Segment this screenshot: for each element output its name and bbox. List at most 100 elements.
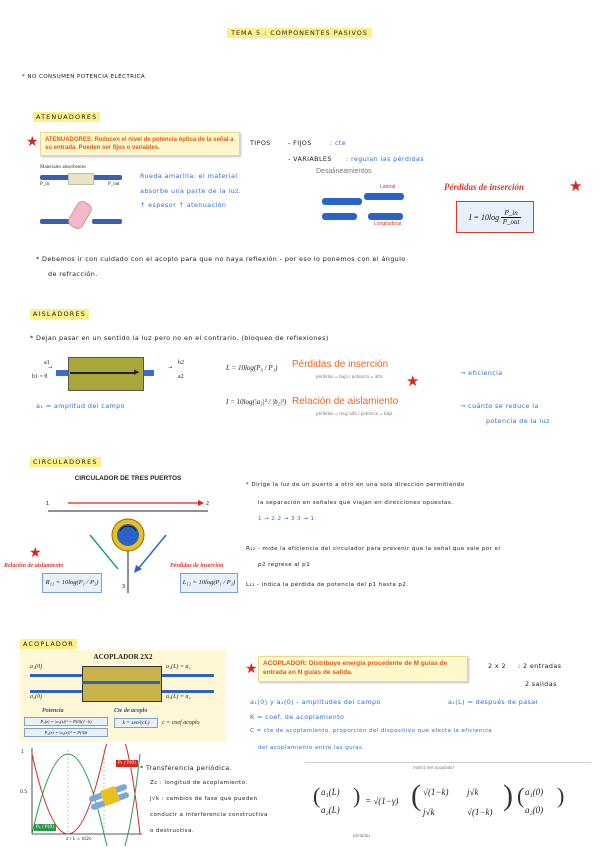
tipos-label: TIPOS [250, 139, 271, 147]
coupler-a2-out: a₂(L) = a₂ [166, 694, 191, 700]
potencia-label: Potencia [42, 708, 64, 714]
star-icon: ★ [26, 134, 39, 150]
circuladores-text-4: R₁₂ - mide la eficiencia del circulador … [246, 546, 501, 552]
isolator-I-formula: I = 10log(|a₂|² / |b₂|²) [226, 398, 287, 406]
coupler-a1-in: a₁(0) [30, 664, 43, 670]
tipos-variables: - VARIABLES [288, 155, 332, 163]
section-heading-circuladores: CIRCULADORES [30, 457, 101, 467]
aisladores-perdidas: Pérdidas de inserción [292, 359, 389, 370]
amplitud-line: a₁ = amplitud del campo [36, 402, 125, 410]
perdidas-note: pérdidas = baja / potencia = alta [316, 374, 383, 379]
isolator-L-formula: L = 10log(P₀ / P₁) [226, 364, 278, 372]
aisladores-line: * Dejan pasar en un sentido la luz pero … [30, 334, 329, 342]
matrix-m11: √(1−k) [423, 787, 449, 797]
rueda-line-2: absorbe una parte de la luz. [140, 187, 242, 195]
section-heading-atenuadores: ATENUADORES [33, 112, 101, 122]
b2-label: b2 [178, 360, 184, 366]
aisladores-arrow-1: → eficiencia [460, 369, 503, 377]
cte-acoplo-label: Cte de acoplo [114, 708, 148, 714]
pin-label: P_in [40, 182, 50, 187]
b1-label: b1 = θ [32, 374, 48, 380]
aisladores-arrow-3: potencia de la luz [486, 417, 550, 425]
section-heading-aisladores: AISLADORES [30, 309, 89, 319]
trans-line-5: o destructiva. [150, 828, 195, 834]
circuladores-text-1: * Dirige la luz de un puerto a otro en u… [246, 482, 465, 488]
two-x-two: 2 x 2 [488, 662, 506, 670]
circulator-diagram [48, 500, 208, 593]
trans-line-3: j√k : cambios de fase que pueden [150, 796, 258, 802]
coupler-fig-title: ACOPLADOR 2X2 [93, 653, 153, 661]
misalignment-figure: Desalineamientos Lateral Longitudinal [316, 168, 426, 228]
acoplador-line-3: C = cte de acoplamiento. proporción del … [250, 728, 493, 734]
port-2-label: 2 [206, 501, 210, 507]
formula-lhs: I = 10log [468, 212, 500, 222]
atenuadores-bullet-2: de refracción. [48, 270, 98, 278]
acoplador-line-2: K = coef. de acoplamiento [250, 713, 345, 721]
lateral-label: Lateral [380, 184, 396, 190]
desalineamientos-title: Desalineamientos [316, 168, 372, 175]
tipos-fijos: - FIJOS [288, 139, 312, 147]
circuladores-text-3: 1 → 2 2 → 3 3 → 1 [258, 516, 315, 522]
circulator-rel-label: Relación de aislamiento [4, 563, 64, 569]
formula-den: P_out [502, 217, 520, 226]
rueda-line-1: Rueda amarilla: el material [140, 172, 238, 180]
intro-line: * NO CONSUMEN POTENCIA ELÉCTRICA [22, 74, 146, 80]
relacion-note: pérdidas = muy alta / potencia = baja [316, 411, 393, 416]
longitudinal-label: Longitudinal [374, 221, 401, 227]
matrix-lhs-bot: a₂(L) [321, 805, 340, 815]
graph-y-mid: 0.5 [20, 790, 28, 795]
aisladores-relacion: Relación de aislamiento [292, 396, 399, 407]
coupler-k-formula: k = sen²(cL) [114, 718, 158, 728]
graph-x-label: z / L = π/2c [66, 837, 92, 842]
aisladores-arrow-2: → cuánto se reduce la [460, 402, 539, 410]
circulator-L-formula: L₁₂ = 10log(P₁ / P₂) [180, 573, 238, 593]
atenuadores-note: ATENUADORES: Reducen el nivel de potenci… [40, 132, 240, 157]
a2-label: a2 [178, 374, 184, 380]
graph-y-top: 1 [21, 750, 24, 755]
formula-num: P_in [504, 208, 518, 217]
rueda-line-3: ↑ espesor ↑ atenuación [140, 201, 227, 209]
tipos-variables-value: : regulan las pérdidas [346, 155, 424, 163]
tipos-fijos-value: : cte [330, 139, 347, 147]
trans-line-4: conducir a interferencia constructiva [150, 812, 268, 818]
matrix-note-1: matriz del acoplador [413, 765, 455, 770]
perdidas-insercion-title: Pérdidas de inserción [444, 182, 524, 192]
insertion-loss-formula: I = 10log P_in P_out [456, 201, 534, 233]
attenuator-figure: Materiales absorbentes P_in P_out [36, 165, 128, 237]
page-title: TEMA 5 : COMPONENTES PASIVOS [227, 28, 372, 38]
port-1-label: 1 [46, 501, 50, 507]
circuladores-text-6: L₁₂ - indica la pérdida de potencia del … [246, 582, 409, 588]
matrix-lhs-top: a₁(L) [321, 787, 340, 797]
acoplador-line-4: del acoplamiento entre las guías. [258, 745, 365, 751]
section-heading-acoplador: ACOPLADOR [20, 639, 77, 649]
figure-label: Materiales absorbentes [40, 165, 86, 170]
coupler-p2-formula: P₂(z) = |a₂(z)|² = P(0)k [24, 728, 108, 737]
isolator-figure: a1 b1 = θ b2 a2 ▶ → → [30, 355, 200, 393]
coupler-a1-out: a₁(L) = a₁ [166, 664, 191, 670]
circulator-perd-label: Pérdidas de inserción [170, 563, 224, 569]
graph-p2-label: P₂ / P(0) [34, 824, 56, 831]
matrix-note-2: pérdidas [353, 833, 371, 838]
acoplador-line-1: a₁(0) y a₂(0) - amplitudes del campo [250, 698, 381, 706]
star-icon: ★ [569, 177, 583, 195]
coupler-transfer-graph: 1 0.5 P₁ / P(0) P₂ / P(0) z / L = π/2c [20, 744, 144, 846]
acoplador-line-1b: a₁(L) = después de pasar [448, 698, 539, 706]
circulator-figure: CIRCULADOR DE TRES PUERTOS 1 2 3 [28, 475, 228, 601]
matrix-v-top: a₁(0) [525, 787, 544, 797]
salidas-label: 2 salidas [525, 680, 557, 688]
entradas-label: : 2 entradas [518, 662, 562, 670]
star-icon: ★ [406, 372, 420, 390]
trans-line-2: Zc : longitud de acoplamiento. [150, 780, 248, 786]
coupler-c-label: c = coef acoplo [162, 720, 200, 726]
pout-label: P_out [108, 182, 120, 187]
acoplador-note: ACOPLADOR: Distribuye energía procedente… [258, 656, 468, 682]
coupler-figure: ACOPLADOR 2X2 a₁(0) a₂(0) a₁(L) = a₁ a₂(… [20, 650, 226, 742]
matrix-m12: j√k [467, 787, 479, 797]
circulator-fig-title: CIRCULADOR DE TRES PUERTOS [74, 475, 182, 482]
coupler-p1-formula: P₁(z) = |a₁(z)|² = P(0)(1−k) [24, 717, 108, 726]
circuladores-text-5: p2 regrese al p1 [258, 562, 311, 568]
matrix-gamma: = √(1−γ) [365, 796, 399, 806]
star-icon: ★ [245, 661, 258, 677]
matrix-m21: j√k [423, 807, 435, 817]
graph-p1-label: P₁ / P(0) [116, 760, 138, 767]
